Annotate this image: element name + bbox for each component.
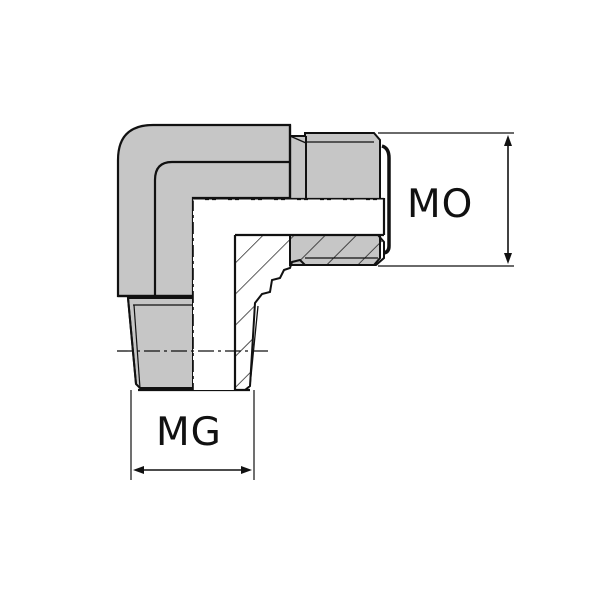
dimension-label-mo: MO xyxy=(407,182,474,227)
section-hatch xyxy=(234,234,385,391)
arrow-down-icon xyxy=(504,253,512,264)
inlet-thread xyxy=(118,294,250,392)
bore xyxy=(192,197,386,390)
dimension-mo xyxy=(378,132,514,267)
arrow-up-icon xyxy=(504,135,512,146)
dimension-label-mg: MG xyxy=(156,410,222,455)
arrow-right-icon xyxy=(241,466,252,474)
dimension-mg xyxy=(130,390,255,480)
o-ring-icon xyxy=(381,144,391,255)
arrow-left-icon xyxy=(133,466,144,474)
